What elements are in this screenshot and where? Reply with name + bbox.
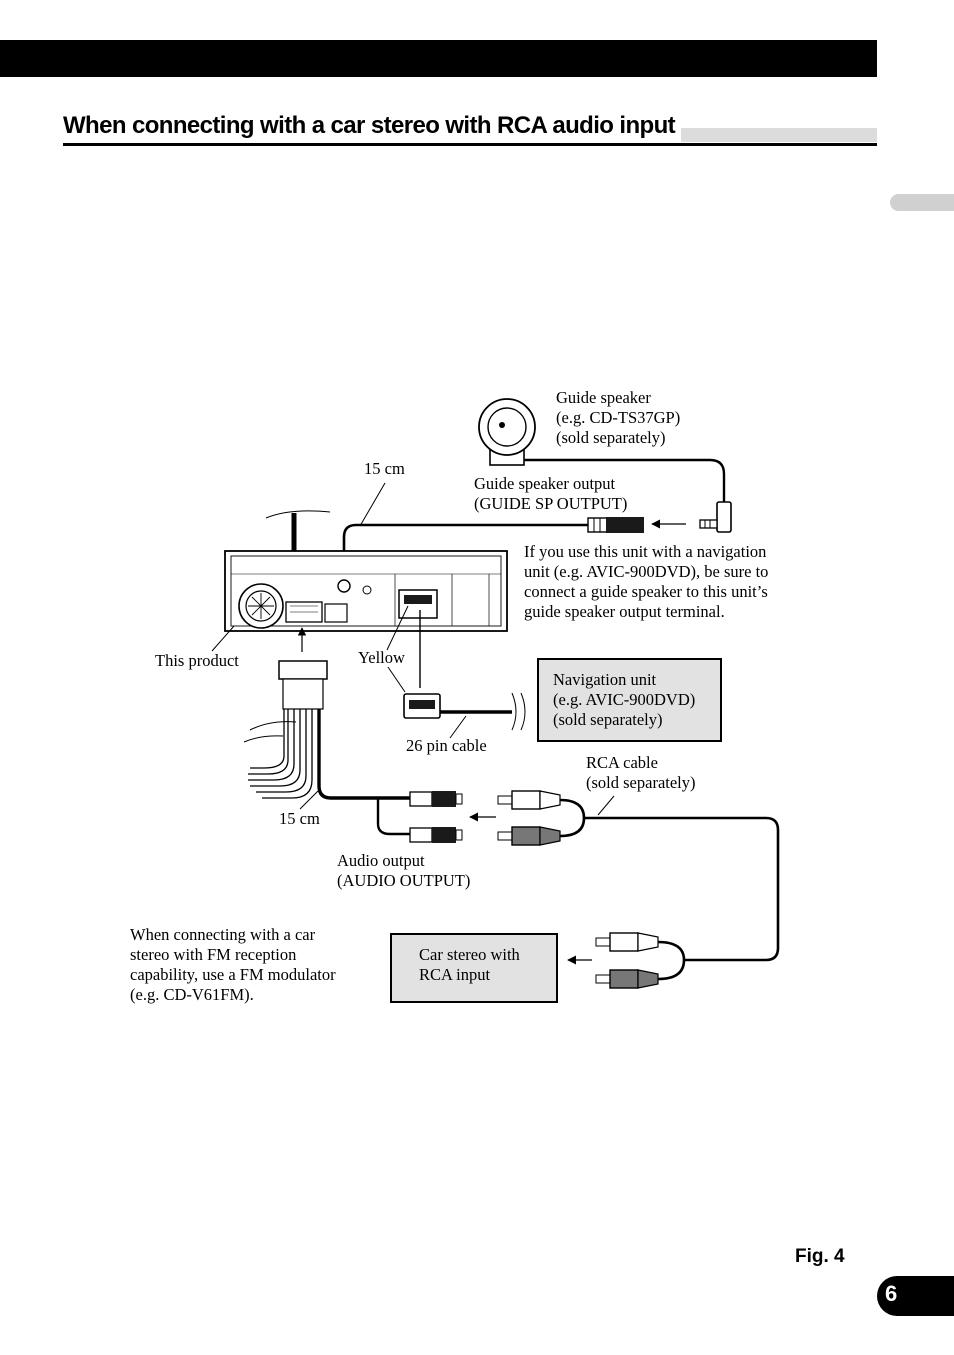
navigation-unit-box: Navigation unit(e.g. AVIC-900DVD)(sold s… xyxy=(537,658,722,742)
rca-plug-icon xyxy=(497,790,561,846)
speaker-cable xyxy=(524,458,726,502)
page-number-tab xyxy=(877,1276,954,1316)
audio-output-label: Audio output(AUDIO OUTPUT) xyxy=(337,851,471,890)
guide-output-cable xyxy=(342,523,588,582)
head-unit-icon xyxy=(224,550,508,632)
yellow-label: Yellow xyxy=(358,648,405,667)
heading-rule xyxy=(63,143,877,146)
cable-length-bottom-label: 15 cm xyxy=(279,809,320,828)
page-number: 6 xyxy=(885,1281,898,1306)
section-title: When connecting with a car stereo with R… xyxy=(63,109,682,143)
rca-jack-icon xyxy=(409,791,463,843)
pin-connector-icon xyxy=(403,693,441,719)
guide-output-jack-icon xyxy=(587,517,644,533)
pin-cable-label: 26 pin cable xyxy=(406,736,487,755)
rca-cable-label: RCA cable(sold separately) xyxy=(586,753,696,792)
mini-plug-icon xyxy=(699,501,732,533)
side-tab xyxy=(890,194,954,211)
guide-output-label: Guide speaker output(GUIDE SP OUTPUT) xyxy=(474,474,628,513)
top-black-bar xyxy=(0,40,877,77)
figure-label: Fig. 4 xyxy=(795,1246,845,1267)
cable-length-top-label: 15 cm xyxy=(364,459,405,478)
this-product-label: This product xyxy=(155,651,239,670)
guide-speaker-label: Guide speaker(e.g. CD-TS37GP)(sold separ… xyxy=(556,388,681,447)
guide-speaker-icon xyxy=(478,398,536,466)
rca-plug-stereo-icon xyxy=(595,932,659,989)
